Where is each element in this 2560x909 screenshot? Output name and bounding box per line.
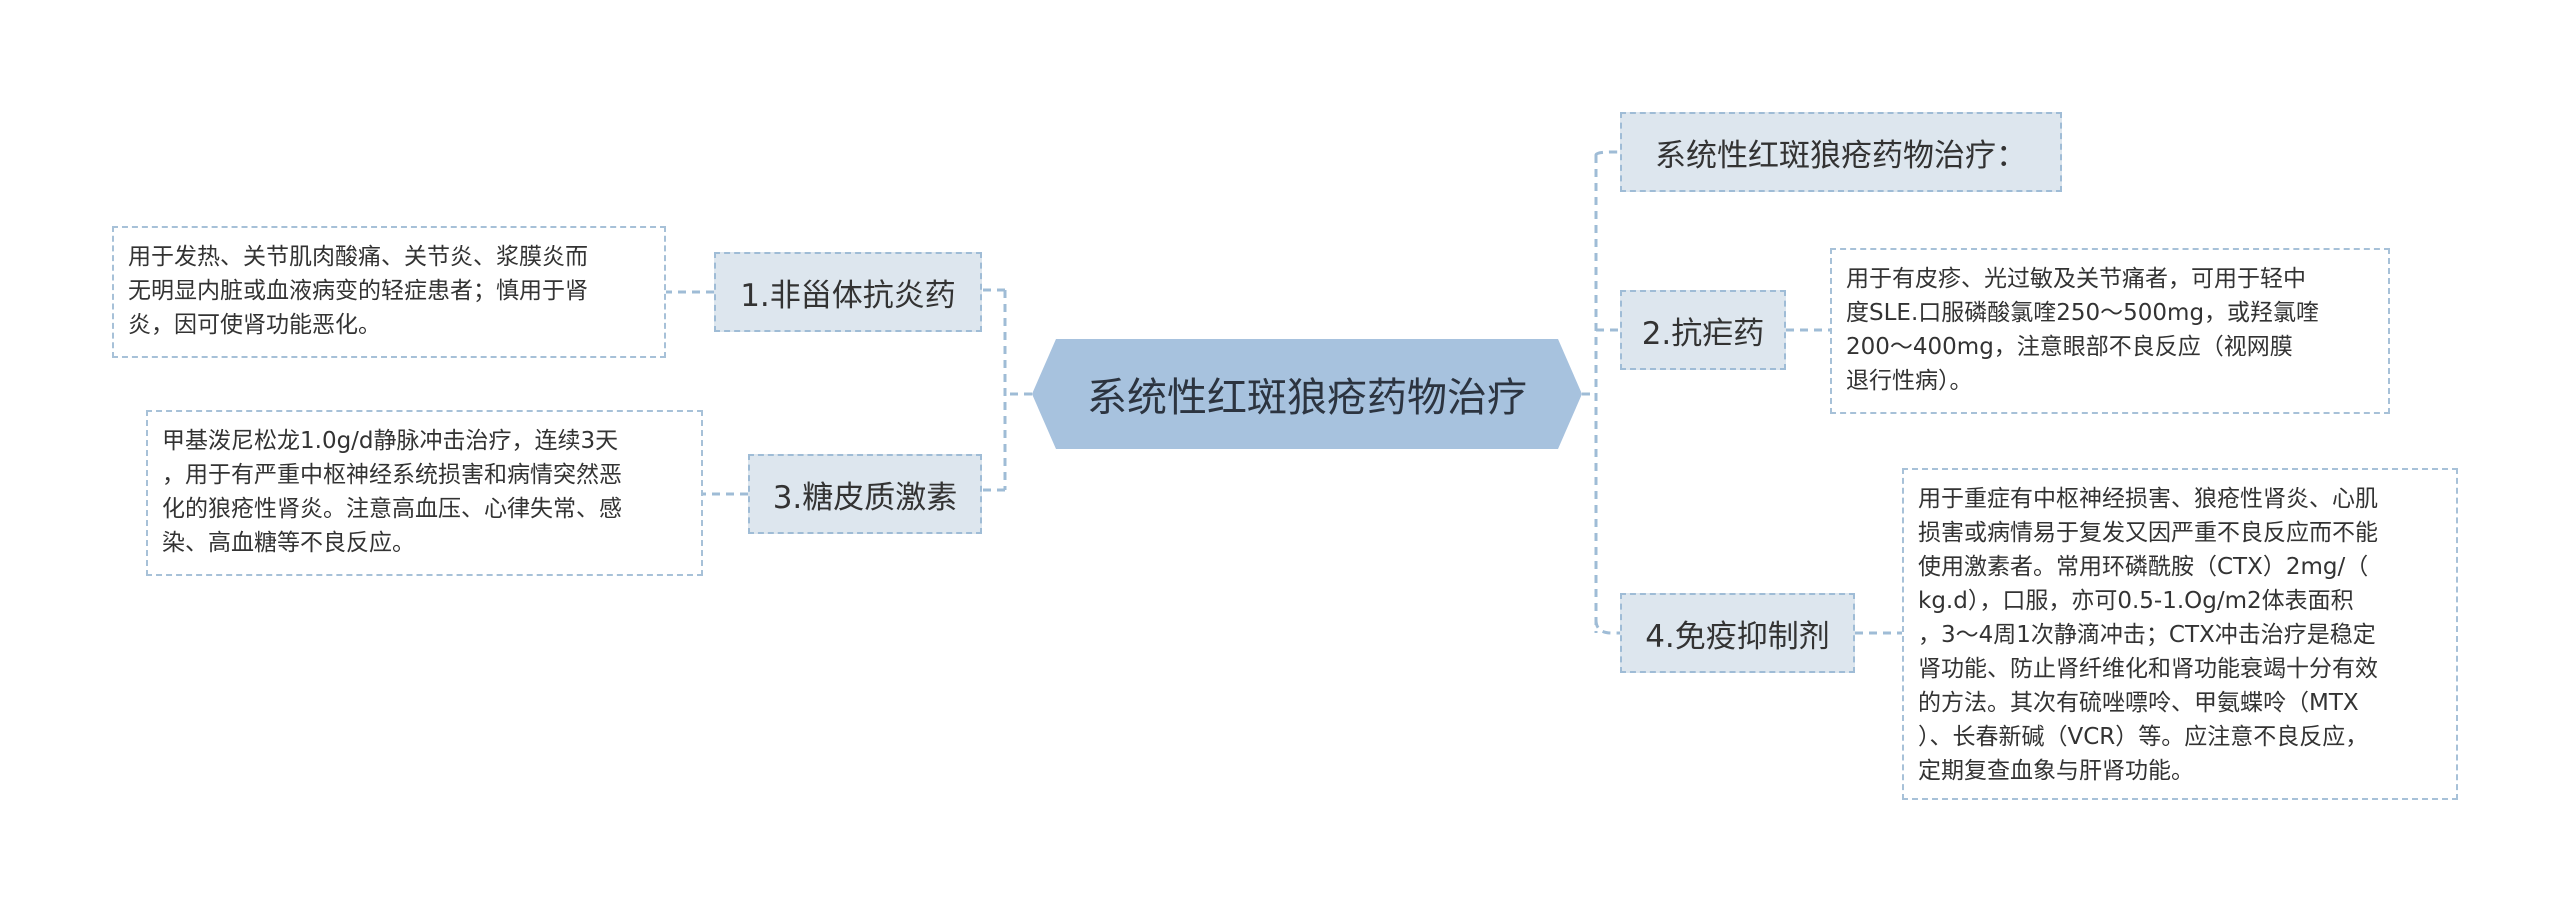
branch-nsaid-label: 1.非甾体抗炎药 bbox=[740, 277, 956, 314]
detail-nsaid-line: 炎，因可使肾功能恶化。 bbox=[128, 312, 381, 338]
detail-immuno-line: 用于重症有中枢神经损害、狼疮性肾炎、心肌 bbox=[1918, 486, 2378, 512]
branch-antimalarial-label: 2.抗疟药 bbox=[1641, 315, 1765, 352]
detail-immuno-line: kg.d），口服，亦可0.5-1.Og/m2体表面积 bbox=[1918, 588, 2354, 614]
detail-antimalarial-line: 用于有皮疹、光过敏及关节痛者，可用于轻中 bbox=[1846, 266, 2306, 292]
detail-nsaid-line: 无明显内脏或血液病变的轻症患者；慎用于肾 bbox=[128, 278, 588, 304]
branch-intro[interactable]: 系统性红斑狼疮药物治疗： bbox=[1620, 112, 2062, 192]
detail-antimalarial-line: 度SLE.口服磷酸氯喹250～500mg，或羟氯喹 bbox=[1846, 300, 2320, 326]
detail-immuno-line: 使用激素者。常用环磷酰胺（CTX）2mg/（ bbox=[1918, 554, 2369, 580]
detail-immuno-line: ）、长春新碱（VCR）等。应注意不良反应， bbox=[1918, 724, 2369, 750]
detail-immuno: 用于重症有中枢神经损害、狼疮性肾炎、心肌 损害或病情易于复发又因严重不良反应而不… bbox=[1902, 468, 2458, 800]
branch-immuno[interactable]: 4.免疫抑制剂 bbox=[1620, 593, 1855, 673]
central-topic-title: 系统性红斑狼疮药物治疗 bbox=[1087, 375, 1527, 421]
central-topic[interactable]: 系统性红斑狼疮药物治疗 bbox=[1032, 339, 1582, 449]
branch-nsaid[interactable]: 1.非甾体抗炎药 bbox=[714, 252, 982, 332]
connector-right-intro bbox=[1594, 150, 1620, 156]
detail-immuno-line: 肾功能、防止肾纤维化和肾功能衰竭十分有效 bbox=[1918, 656, 2378, 682]
connector-right-immuno bbox=[1594, 619, 1620, 635]
detail-steroid-line: 染、高血糖等不良反应。 bbox=[162, 530, 415, 556]
branch-steroid-label: 3.糖皮质激素 bbox=[772, 479, 958, 516]
detail-immuno-line: 的方法。其次有硫唑嘌呤、甲氨蝶呤（MTX bbox=[1918, 690, 2359, 716]
detail-immuno-line: ，3～4周1次静滴冲击；CTX冲击治疗是稳定 bbox=[1918, 622, 2376, 648]
detail-steroid-line: 甲基泼尼松龙1.0g/d静脉冲击治疗，连续3天 bbox=[162, 428, 619, 454]
detail-antimalarial-line: 退行性病）。 bbox=[1846, 368, 1973, 394]
connector-central-left bbox=[1003, 290, 1032, 490]
branch-antimalarial[interactable]: 2.抗疟药 bbox=[1620, 290, 1786, 370]
detail-antimalarial-line: 200～400mg，注意眼部不良反应（视网膜 bbox=[1846, 334, 2293, 360]
central-hexagon bbox=[1032, 339, 1582, 449]
detail-antimalarial: 用于有皮疹、光过敏及关节痛者，可用于轻中 度SLE.口服磷酸氯喹250～500m… bbox=[1830, 248, 2390, 414]
detail-immuno-line: 损害或病情易于复发又因严重不良反应而不能 bbox=[1918, 520, 2378, 546]
detail-steroid: 甲基泼尼松龙1.0g/d静脉冲击治疗，连续3天 ，用于有严重中枢神经系统损害和病… bbox=[146, 410, 703, 576]
detail-steroid-line: ，用于有严重中枢神经系统损害和病情突然恶 bbox=[162, 462, 622, 488]
detail-nsaid: 用于发热、关节肌肉酸痛、关节炎、浆膜炎而 无明显内脏或血液病变的轻症患者；慎用于… bbox=[112, 226, 666, 358]
connector-central-right bbox=[1582, 155, 1598, 633]
detail-immuno-line: 定期复查血象与肝肾功能。 bbox=[1918, 758, 2194, 784]
detail-steroid-line: 化的狼疮性肾炎。注意高血压、心律失常、感 bbox=[162, 496, 622, 522]
detail-nsaid-line: 用于发热、关节肌肉酸痛、关节炎、浆膜炎而 bbox=[128, 244, 588, 270]
branch-intro-label: 系统性红斑狼疮药物治疗： bbox=[1655, 137, 2027, 174]
branch-steroid[interactable]: 3.糖皮质激素 bbox=[748, 454, 982, 534]
branch-immuno-label: 4.免疫抑制剂 bbox=[1645, 618, 1830, 655]
